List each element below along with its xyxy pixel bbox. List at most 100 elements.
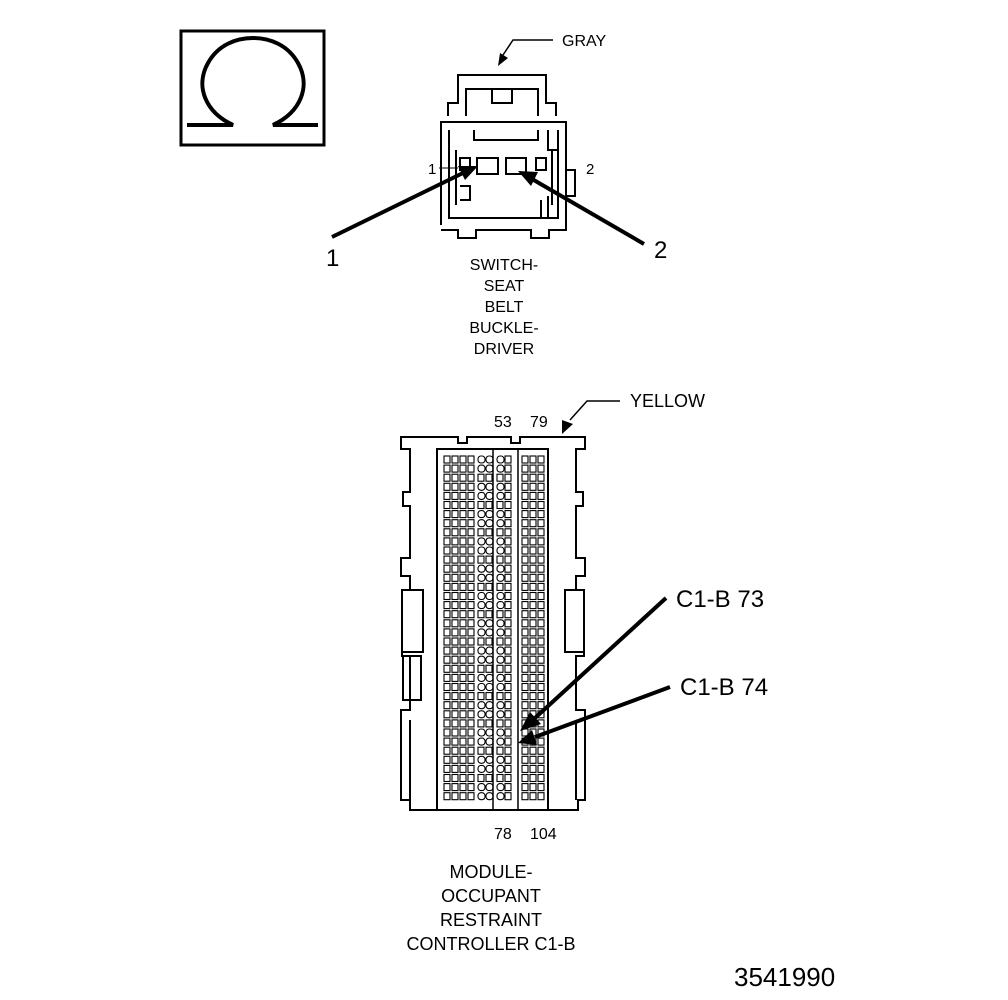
- pin-cavity: [443, 555, 451, 564]
- pin-cavity: [529, 746, 537, 755]
- pin-cavity: [451, 464, 459, 473]
- pin-cavity: [467, 528, 475, 537]
- pin-cavity: [496, 728, 505, 737]
- pin-cavity: [459, 610, 467, 619]
- pin-cavity: [485, 455, 494, 464]
- pin-cavity: [451, 783, 459, 792]
- pin-cavity: [529, 783, 537, 792]
- pin-cavity: [521, 755, 529, 764]
- pin-cavity: [459, 719, 467, 728]
- pin-cavity: [451, 555, 459, 564]
- pin-cavity: [443, 464, 451, 473]
- pin-cavity: [504, 755, 512, 764]
- pin-cavity: [459, 764, 467, 773]
- pin-cavity: [504, 537, 512, 546]
- pin-cavity: [443, 546, 451, 555]
- pin-cavity: [529, 682, 537, 692]
- pin-cavity: [496, 473, 504, 482]
- pin-cavity: [504, 482, 512, 491]
- pin-cavity: [443, 783, 451, 792]
- pin-cavity: [537, 628, 545, 637]
- pin-cavity: [496, 764, 505, 773]
- pin-cavity: [467, 510, 475, 519]
- pin-cavity: [504, 783, 512, 792]
- switch-name-line: SEAT: [484, 278, 525, 295]
- pin-cavity: [496, 537, 505, 546]
- pin-cavity: [459, 546, 467, 555]
- pin-cavity: [485, 746, 493, 755]
- callout-1-arrowhead: [458, 166, 478, 180]
- pin-cavity: [485, 637, 493, 646]
- pin-cavity: [521, 764, 529, 773]
- pin-cavity: [477, 500, 485, 510]
- pin-cavity: [443, 755, 451, 764]
- pin-cavity: [529, 664, 537, 673]
- pin-cavity: [496, 682, 505, 692]
- pin-cavity: [521, 555, 529, 564]
- pin-number-104: 104: [530, 826, 557, 843]
- pin-cavity: [496, 637, 504, 646]
- pin-cavity: [485, 792, 494, 801]
- pin-cavity: [459, 601, 467, 610]
- pin-cavity: [521, 528, 529, 537]
- pin-cavity: [451, 500, 459, 510]
- seat-belt-buckle-connector: [440, 74, 576, 239]
- pin-cavity: [467, 728, 475, 737]
- pin-cavity: [521, 500, 529, 510]
- pin-cavity: [467, 601, 475, 610]
- pin-cavity: [477, 719, 485, 728]
- pin-cavity: [467, 783, 475, 792]
- pin-cavity: [537, 573, 545, 582]
- cavity-1-small-label: 1: [428, 161, 436, 178]
- pin-cavity: [537, 637, 545, 646]
- pin-cavity: [451, 719, 459, 728]
- pin-cavity: [521, 610, 529, 619]
- pin-cavity: [529, 482, 537, 491]
- callout-c1b-73-arrowhead: [520, 712, 541, 731]
- pin-cavity: [459, 646, 467, 655]
- pin-cavity: [459, 628, 467, 637]
- pin-cavity: [443, 473, 451, 482]
- pin-cavity: [459, 664, 467, 673]
- pin-cavity: [451, 455, 459, 464]
- pin-cavity: [459, 755, 467, 764]
- pin-cavity: [496, 482, 505, 491]
- pin-cavity: [521, 573, 529, 582]
- pin-cavity: [504, 692, 512, 701]
- pin-cavity: [529, 773, 537, 783]
- pin-cavity: [504, 582, 512, 591]
- pin-cavity: [467, 500, 475, 510]
- pin-cavity: [496, 628, 505, 637]
- pin-cavity: [467, 610, 475, 619]
- pin-number-79: 79: [530, 414, 548, 431]
- pin-cavity: [504, 655, 512, 664]
- pin-cavity: [459, 482, 467, 491]
- pin-cavity: [451, 737, 459, 746]
- pin-cavity: [485, 783, 494, 792]
- pin-cavity: [537, 692, 545, 701]
- pin-cavity: [504, 773, 512, 783]
- pin-cavity: [521, 591, 529, 601]
- pin-cavity: [451, 673, 459, 682]
- pin-cavity: [537, 601, 545, 610]
- pin-cavity: [485, 610, 493, 619]
- switch-name-line: BELT: [485, 299, 524, 316]
- pin-cavity: [521, 710, 529, 719]
- pin-cavity: [443, 692, 451, 701]
- pin-cavity: [451, 773, 459, 783]
- yellow-color-label: YELLOW: [630, 391, 705, 411]
- pin-cavity: [537, 519, 545, 528]
- pin-cavity: [529, 673, 537, 682]
- pin-cavity: [496, 783, 505, 792]
- pin-cavity: [496, 573, 505, 582]
- pin-cavity: [521, 701, 529, 710]
- pin-cavity: [443, 510, 451, 519]
- pin-cavity: [443, 519, 451, 528]
- pin-cavity: [529, 464, 537, 473]
- pin-cavity: [521, 692, 529, 701]
- pin-cavity: [529, 491, 537, 500]
- pin-cavity: [485, 737, 494, 746]
- pin-cavity: [537, 473, 545, 482]
- pin-cavity: [467, 482, 475, 491]
- pin-cavity: [485, 728, 494, 737]
